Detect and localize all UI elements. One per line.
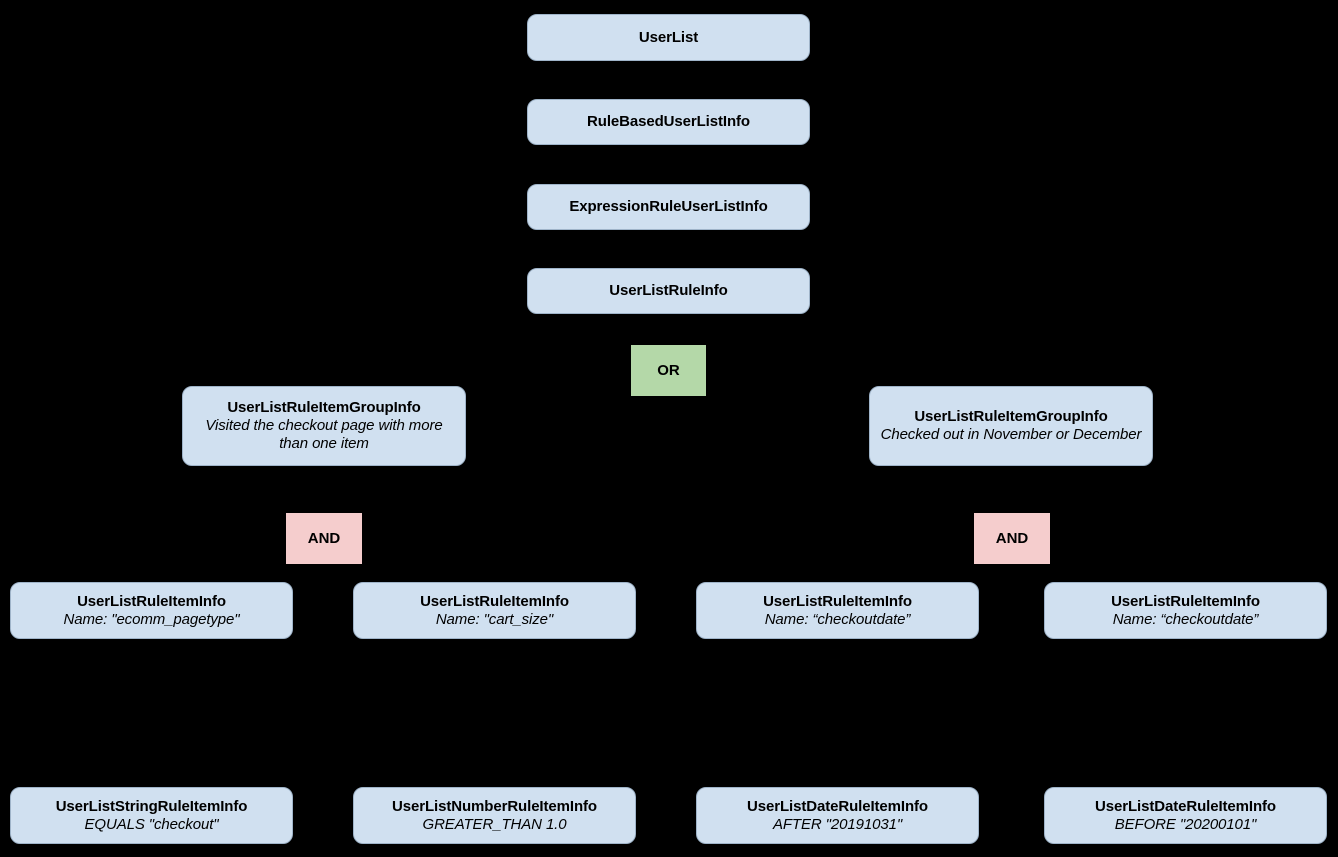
- node-title: UserListRuleItemInfo: [420, 592, 569, 610]
- node-subtitle: Name: “checkoutdate”: [764, 610, 911, 628]
- node-group-right[interactable]: UserListRuleItemGroupInfo Checked out in…: [869, 386, 1153, 466]
- node-and-operator-left[interactable]: AND: [286, 513, 362, 564]
- node-subtitle: Visited the checkout page with more than…: [205, 417, 443, 452]
- node-subtitle: GREATER_THAN 1.0: [422, 815, 567, 833]
- node-date-rule-item-after[interactable]: UserListDateRuleItemInfo AFTER "20191031…: [696, 787, 979, 844]
- node-item-pagetype[interactable]: UserListRuleItemInfo Name: "ecomm_pagety…: [10, 582, 293, 639]
- node-title: UserListDateRuleItemInfo: [747, 797, 928, 815]
- node-title: UserListRuleItemInfo: [1111, 592, 1260, 610]
- arrowhead-icon-group-right: [983, 374, 1001, 385]
- node-user-list-rule-info[interactable]: UserListRuleInfo: [527, 268, 810, 314]
- node-title: ExpressionRuleUserListInfo: [569, 198, 768, 216]
- node-string-rule-item[interactable]: UserListStringRuleItemInfo EQUALS "check…: [10, 787, 293, 844]
- node-number-rule-item[interactable]: UserListNumberRuleItemInfo GREATER_THAN …: [353, 787, 636, 844]
- node-expression-rule-user-list-info[interactable]: ExpressionRuleUserListInfo: [527, 184, 810, 230]
- node-title: UserListRuleItemGroupInfo: [227, 399, 421, 417]
- node-subtitle: AFTER "20191031": [772, 815, 903, 833]
- node-or-operator[interactable]: OR: [631, 345, 706, 396]
- node-title: RuleBasedUserListInfo: [587, 113, 750, 131]
- node-subtitle: Name: “checkoutdate”: [1112, 610, 1259, 628]
- node-subtitle: BEFORE "20200101": [1114, 815, 1257, 833]
- node-title: UserListStringRuleItemInfo: [55, 797, 248, 815]
- node-user-list[interactable]: UserList: [527, 14, 810, 61]
- node-title: UserListRuleItemInfo: [763, 592, 912, 610]
- node-subtitle: Name: "ecomm_pagetype": [63, 610, 240, 628]
- node-title: UserList: [638, 28, 699, 46]
- node-item-checkoutdate-after[interactable]: UserListRuleItemInfo Name: “checkoutdate…: [696, 582, 979, 639]
- node-item-cart-size[interactable]: UserListRuleItemInfo Name: "cart_size": [353, 582, 636, 639]
- node-subtitle: Name: "cart_size": [435, 610, 554, 628]
- node-date-rule-item-before[interactable]: UserListDateRuleItemInfo BEFORE "2020010…: [1044, 787, 1327, 844]
- node-title: UserListNumberRuleItemInfo: [392, 797, 597, 815]
- node-rule-based-user-list-info[interactable]: RuleBasedUserListInfo: [527, 99, 810, 145]
- node-item-checkoutdate-before[interactable]: UserListRuleItemInfo Name: “checkoutdate…: [1044, 582, 1327, 639]
- node-subtitle: Checked out in November or December: [880, 426, 1142, 443]
- node-and-operator-right[interactable]: AND: [974, 513, 1050, 564]
- or-operator-label: OR: [657, 361, 680, 379]
- and-operator-label: AND: [307, 529, 341, 547]
- node-subtitle: EQUALS "checkout": [84, 815, 219, 833]
- arrowhead-icon-group-left: [316, 374, 334, 385]
- node-group-left[interactable]: UserListRuleItemGroupInfo Visited the ch…: [182, 386, 466, 466]
- and-operator-label: AND: [995, 529, 1029, 547]
- node-title: UserListRuleInfo: [609, 282, 728, 300]
- node-title: UserListDateRuleItemInfo: [1095, 797, 1276, 815]
- node-title: UserListRuleItemInfo: [77, 592, 226, 610]
- node-title: UserListRuleItemGroupInfo: [914, 408, 1108, 426]
